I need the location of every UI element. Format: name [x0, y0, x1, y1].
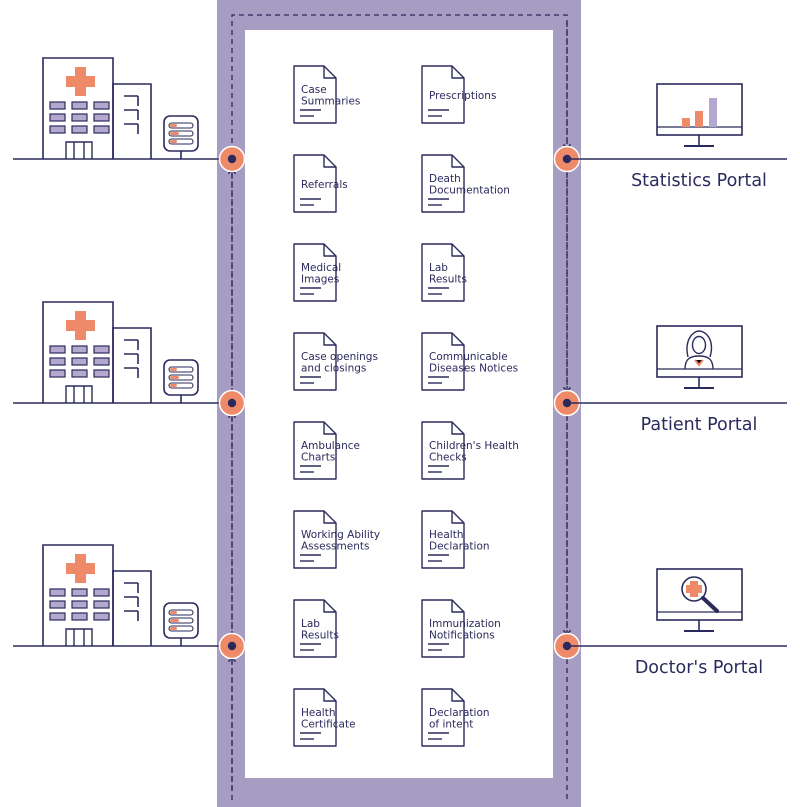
document-item: Referrals — [293, 154, 348, 213]
document-label: Lab — [429, 262, 448, 274]
hospital-1 — [13, 57, 232, 160]
document-label: Case — [301, 84, 327, 96]
document-icon — [293, 332, 337, 391]
document-label: Results — [429, 274, 467, 286]
portal-3: Doctor's Portal — [567, 568, 787, 678]
document-label: Checks — [429, 452, 467, 464]
document-label: Documentation — [429, 185, 510, 197]
document-label: Prescriptions — [429, 90, 496, 102]
portal-1: Statistics Portal — [567, 83, 787, 191]
hospitals — [13, 57, 232, 647]
hospital-2 — [13, 301, 232, 404]
document-icon — [293, 688, 337, 747]
document-label: Charts — [301, 452, 335, 464]
server-rack-icon — [163, 115, 199, 159]
document-icon — [293, 243, 337, 302]
document-label: Lab — [301, 618, 320, 630]
server-rack-icon — [163, 359, 199, 403]
hospital-connector-node — [218, 632, 246, 660]
document-label: Health — [301, 707, 335, 719]
document-icon — [421, 332, 465, 391]
document-icon — [293, 510, 337, 569]
document-item: Prescriptions — [421, 65, 496, 124]
medical-cross-icon — [66, 311, 95, 340]
document-label: Results — [301, 630, 339, 642]
document-label: Certificate — [301, 719, 356, 731]
medical-cross-icon — [66, 554, 95, 583]
document-label: Referrals — [301, 179, 348, 191]
portal-label: Doctor's Portal — [635, 658, 763, 678]
hospital-connector-node — [218, 145, 246, 173]
exchange-frame — [217, 0, 581, 807]
document-label: Working Ability — [301, 529, 380, 541]
hospital-building-icon — [42, 57, 152, 159]
document-label: Notifications — [429, 630, 495, 642]
document-label: Immunization — [429, 618, 501, 630]
document-label: Health — [429, 529, 463, 541]
patient-monitor-icon — [656, 325, 743, 389]
document-label: Ambulance — [301, 440, 360, 452]
document-icon — [293, 65, 337, 124]
document-label: Assessments — [301, 541, 369, 553]
document-label: Communicable — [429, 351, 508, 363]
document-label: and closings — [301, 363, 366, 375]
server-rack-icon — [163, 602, 199, 646]
document-icon — [293, 421, 337, 480]
hospital-connector-node — [218, 389, 246, 417]
document-label: Summaries — [301, 96, 360, 108]
documents: CaseSummariesReferralsMedicalImagesCase … — [293, 65, 519, 747]
portal-2: Patient Portal — [567, 325, 787, 435]
document-label: Declaration — [429, 541, 490, 553]
hospital-3 — [13, 544, 232, 647]
document-label: Images — [301, 274, 339, 286]
document-label: Death — [429, 173, 461, 185]
hospital-building-icon — [42, 544, 152, 646]
document-icon — [421, 510, 465, 569]
document-icon — [293, 599, 337, 658]
document-icon — [421, 421, 465, 480]
document-icon — [293, 154, 337, 213]
document-label: Diseases Notices — [429, 363, 518, 375]
document-label: Declaration — [429, 707, 490, 719]
document-label: Children's Health — [429, 440, 519, 452]
document-icon — [421, 599, 465, 658]
portal-label: Patient Portal — [641, 415, 758, 435]
portal-label: Statistics Portal — [631, 171, 767, 191]
document-label: Case openings — [301, 351, 378, 363]
hospital-building-icon — [42, 301, 152, 403]
document-icon — [421, 688, 465, 747]
magnifier-cross-monitor-icon — [656, 568, 743, 632]
bar-chart-monitor-icon — [656, 83, 743, 147]
document-label: of intent — [429, 719, 473, 731]
document-icon — [421, 243, 465, 302]
document-icon — [421, 65, 465, 124]
document-label: Medical — [301, 262, 341, 274]
document-icon — [421, 154, 465, 213]
medical-cross-icon — [66, 67, 95, 96]
